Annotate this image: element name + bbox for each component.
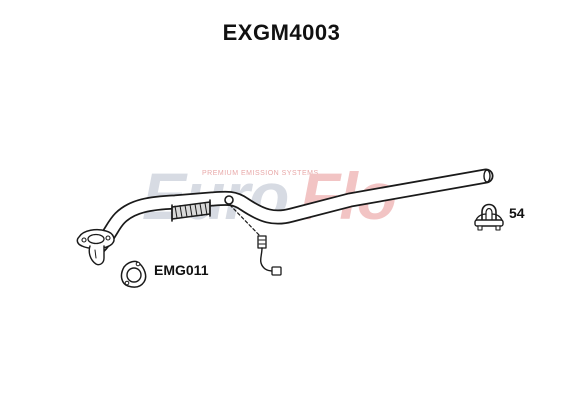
exhaust-pipe-icon (90, 168, 494, 256)
front-flange-icon (76, 228, 115, 266)
u-bolt-clamp-icon (474, 203, 504, 231)
part-number-title: EXGM4003 (222, 20, 341, 45)
flange-gasket-icon (120, 260, 147, 288)
lambda-sensor-icon (224, 195, 282, 276)
clamp-label: 54 (509, 205, 525, 221)
watermark-tagline: PREMIUM EMISSION SYSTEMS (202, 170, 319, 177)
gasket-label: EMG011 (154, 262, 209, 278)
flex-joint-icon (171, 199, 211, 222)
